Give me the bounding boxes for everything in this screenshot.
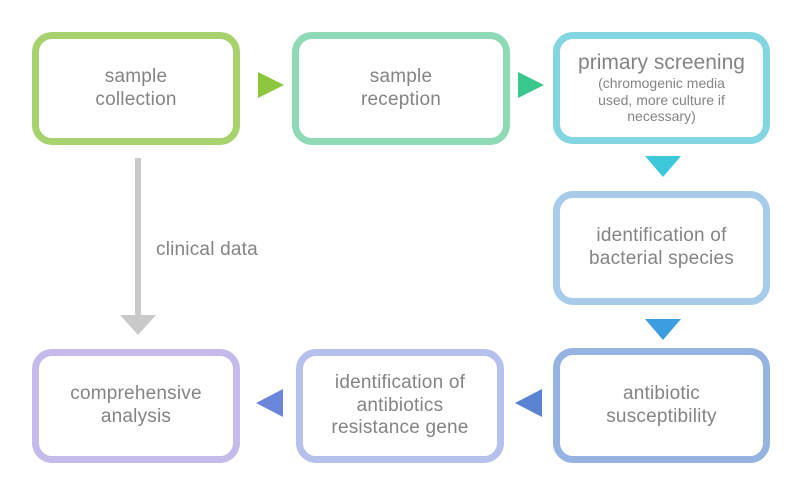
- flow-box-primary-screening: primary screening (chromogenic media use…: [553, 32, 770, 144]
- flow-box-primary-screening-label: primary screening: [578, 51, 745, 75]
- flow-box-antibiotics-resistance-gene: identification of antibiotics resistance…: [296, 349, 504, 463]
- flow-box-sample-collection-label: sample collection: [95, 65, 177, 110]
- arrow-down-icon: [645, 319, 681, 340]
- clinical-data-arrow-head: [120, 315, 156, 335]
- arrow-left-icon: [515, 389, 542, 417]
- flow-box-sample-reception: sample reception: [292, 32, 510, 145]
- flow-box-sample-reception-label: sample reception: [361, 65, 441, 110]
- flow-box-identification-bacterial-species-label: identification of bacterial species: [589, 225, 734, 269]
- flow-box-antibiotic-susceptibility-label: antibiotic susceptibility: [606, 382, 717, 427]
- flow-box-comprehensive-analysis-label: comprehensive analysis: [70, 383, 202, 427]
- arrow-right-icon: [518, 72, 544, 98]
- flow-box-antibiotics-resistance-gene-label: identification of antibiotics resistance…: [331, 371, 469, 439]
- flow-box-comprehensive-analysis: comprehensive analysis: [32, 349, 240, 463]
- clinical-data-arrow-shaft: [135, 158, 141, 315]
- flow-box-antibiotic-susceptibility: antibiotic susceptibility: [553, 348, 770, 463]
- flow-box-primary-screening-sublabel: (chromogenic media used, more culture if…: [598, 75, 725, 125]
- flow-box-identification-bacterial-species: identification of bacterial species: [553, 191, 770, 305]
- clinical-data-label: clinical data: [156, 239, 258, 260]
- flow-box-sample-collection: sample collection: [32, 32, 240, 145]
- arrow-right-icon: [258, 72, 284, 98]
- arrow-left-icon: [256, 389, 283, 417]
- arrow-down-icon: [645, 156, 681, 177]
